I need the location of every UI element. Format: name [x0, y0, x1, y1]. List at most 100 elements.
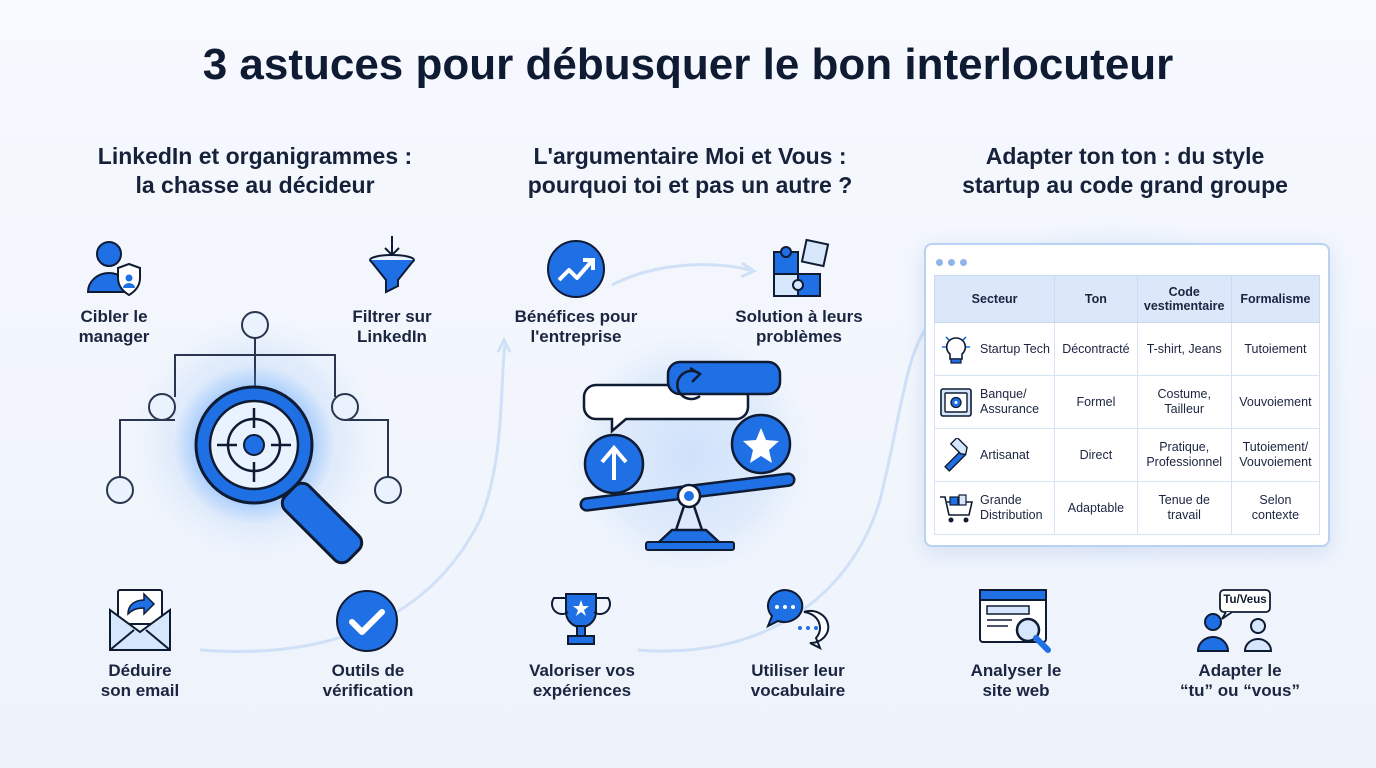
org-node-top	[241, 311, 269, 339]
cell-code: Tenue de travail	[1136, 481, 1232, 535]
cart-icon	[940, 494, 974, 523]
cell-secteur: Artisanat	[933, 428, 1056, 482]
label-line: Filtrer sur	[352, 307, 432, 326]
label-line: vocabulaire	[750, 681, 846, 700]
org-node-left	[148, 393, 176, 421]
cell-code: Pratique, Professionnel	[1136, 428, 1232, 482]
page-title: 3 astuces pour débusquer le bon interloc…	[202, 40, 1174, 89]
org-chart	[119, 338, 389, 478]
flow-curve-2	[611, 263, 751, 287]
table-row: Grande Distribution Adaptable Tenue de t…	[933, 481, 1321, 535]
label-analyser-site: Analyser le site web	[946, 661, 1086, 701]
cell-secteur: Banque/ Assurance	[933, 375, 1056, 429]
label-line: l'entreprise	[530, 327, 622, 346]
label-line: Utiliser leur	[751, 661, 845, 680]
col1-title-line2: la chasse au décideur	[135, 172, 375, 198]
label-line: Solution à leurs	[735, 307, 863, 326]
growth-chart-icon	[547, 240, 605, 298]
speech-bubble-right	[666, 360, 782, 396]
window-dots	[936, 253, 972, 271]
cell-ton: Décontracté	[1054, 322, 1138, 376]
cell-text: Banque/ Assurance	[980, 387, 1040, 416]
label-line: “tu” ou “vous”	[1180, 681, 1300, 700]
label-line: son email	[100, 681, 180, 700]
label-valoriser: Valoriser vos expériences	[512, 661, 652, 701]
label-benefices: Bénéfices pour l'entreprise	[502, 307, 650, 347]
email-forward-icon	[109, 589, 171, 651]
label-line: manager	[78, 327, 150, 346]
cell-formalisme: Tutoiement/ Vouvoiement	[1230, 428, 1321, 482]
sector-table: Secteur Ton Code vestimentaire Formalism…	[933, 275, 1321, 535]
table-row: Banque/ Assurance Formel Costume, Taille…	[933, 375, 1321, 429]
tu-vous-badge-text: Tu/Veus	[1223, 594, 1267, 606]
label-outils-verification: Outils de vérification	[298, 661, 438, 701]
label-line: Valoriser vos	[529, 661, 635, 680]
label-line: Adapter le	[1198, 661, 1282, 680]
sector-table-window: Secteur Ton Code vestimentaire Formalism…	[924, 243, 1330, 547]
flow-curve-1	[199, 344, 507, 653]
safe-icon	[940, 388, 972, 417]
col3-title-line1: Adapter ton ton : du style	[985, 143, 1265, 169]
label-deduire-email: Déduire son email	[76, 661, 204, 701]
header-secteur: Secteur	[933, 275, 1056, 323]
label-line: site web	[982, 681, 1050, 700]
magnifier-target-icon	[174, 365, 364, 565]
label-line: Analyser le	[970, 661, 1062, 680]
hammer-icon	[944, 438, 968, 472]
cell-text: Grande Distribution	[980, 493, 1043, 522]
col3-title: Adapter ton ton : du style startup au co…	[930, 142, 1320, 200]
col1-title: LinkedIn et organigrammes : la chasse au…	[70, 142, 440, 200]
org-node-bottom-left	[106, 476, 134, 504]
cell-ton: Direct	[1054, 428, 1138, 482]
label-cibler-manager: Cibler le manager	[54, 307, 174, 347]
user-shield-icon	[86, 241, 141, 297]
cell-secteur: Startup Tech	[933, 322, 1056, 376]
label-line: problèmes	[756, 327, 842, 346]
label-line: vérification	[322, 681, 414, 700]
header-code: Code vestimentaire	[1136, 275, 1232, 323]
col3-title-line2: startup au code grand groupe	[962, 172, 1288, 198]
label-line: Déduire	[108, 661, 172, 680]
website-search-icon	[979, 589, 1051, 653]
cell-formalisme: Tutoiement	[1230, 322, 1321, 376]
header-ton: Ton	[1054, 275, 1138, 323]
cell-text: Startup Tech	[980, 341, 1050, 356]
col2-title: L'argumentaire Moi et Vous : pourquoi to…	[500, 142, 880, 200]
label-solution: Solution à leurs problèmes	[724, 307, 874, 347]
label-line: Bénéfices pour	[514, 307, 638, 326]
label-vocabulaire: Utiliser leur vocabulaire	[728, 661, 868, 701]
cell-text: Artisanat	[980, 447, 1030, 462]
org-chart-nodes	[106, 311, 402, 504]
puzzle-icon	[773, 238, 830, 297]
col1-title-line1: LinkedIn et organigrammes :	[97, 143, 413, 169]
cell-secteur: Grande Distribution	[933, 481, 1056, 535]
tu-vous-icon	[1196, 589, 1273, 652]
org-node-right	[331, 393, 359, 421]
funnel-icon	[369, 236, 415, 294]
cell-formalisme: Selon contexte	[1230, 481, 1321, 535]
cell-formalisme: Vouvoiement	[1230, 375, 1321, 429]
cell-code: T-shirt, Jeans	[1136, 322, 1232, 376]
lightbulb-icon	[942, 336, 970, 364]
label-line: LinkedIn	[357, 327, 427, 346]
check-circle-icon	[336, 590, 398, 652]
cell-ton: Adaptable	[1054, 481, 1138, 535]
cell-ton: Formel	[1054, 375, 1138, 429]
cell-code: Costume, Tailleur	[1136, 375, 1232, 429]
col2-title-line2: pourquoi toi et pas un autre ?	[527, 172, 853, 198]
label-tu-vous: Adapter le “tu” ou “vous”	[1160, 661, 1320, 701]
trophy-icon	[551, 593, 611, 645]
label-filtrer-linkedin: Filtrer sur LinkedIn	[326, 307, 458, 347]
table-header-row: Secteur Ton Code vestimentaire Formalism…	[933, 275, 1321, 323]
header-formalisme: Formalisme	[1230, 275, 1321, 323]
label-line: Outils de	[331, 661, 405, 680]
label-line: expériences	[532, 681, 632, 700]
table-row: Startup Tech Décontracté T-shirt, Jeans …	[933, 322, 1321, 376]
org-node-bottom-right	[374, 476, 402, 504]
balance-scale-illustration	[579, 360, 796, 551]
col2-title-line1: L'argumentaire Moi et Vous :	[533, 143, 847, 169]
table-row: Artisanat Direct Pratique, Professionnel…	[933, 428, 1321, 482]
label-line: Cibler le	[80, 307, 148, 326]
flow-curve-3	[637, 329, 927, 653]
chat-bubbles-icon	[766, 588, 830, 651]
